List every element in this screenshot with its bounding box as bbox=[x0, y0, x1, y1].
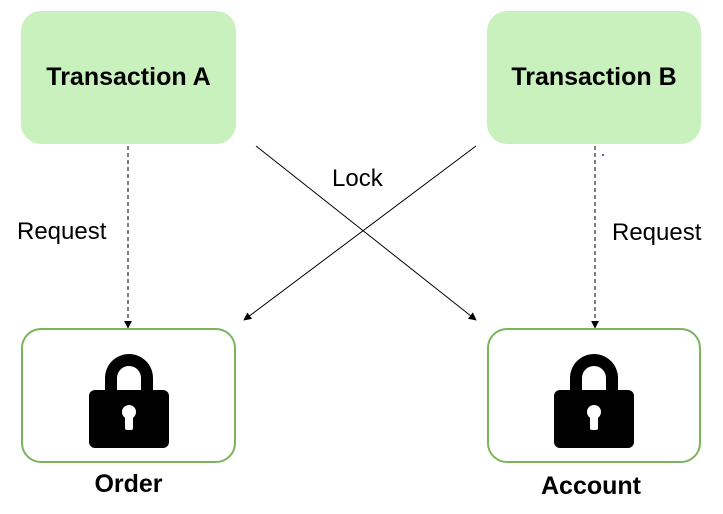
transaction-b-label: Transaction B bbox=[511, 63, 677, 91]
lock-icon bbox=[88, 353, 169, 448]
request-b-label: Request bbox=[612, 219, 702, 246]
account-label: Account bbox=[541, 472, 641, 500]
transaction-b-node: Transaction B bbox=[487, 11, 701, 144]
transaction-a-node: Transaction A bbox=[21, 11, 236, 144]
request-a-label: Request bbox=[17, 218, 107, 245]
lock-icon bbox=[554, 353, 634, 448]
lock-b-to-order-arrow bbox=[243, 145, 477, 321]
account-node bbox=[487, 328, 701, 463]
lock-label: Lock bbox=[332, 165, 383, 192]
stray-dot bbox=[602, 154, 604, 156]
order-label: Order bbox=[94, 470, 163, 498]
transaction-a-label: Transaction A bbox=[46, 63, 211, 91]
order-node bbox=[21, 328, 236, 463]
lock-a-to-account-arrow bbox=[255, 145, 477, 321]
